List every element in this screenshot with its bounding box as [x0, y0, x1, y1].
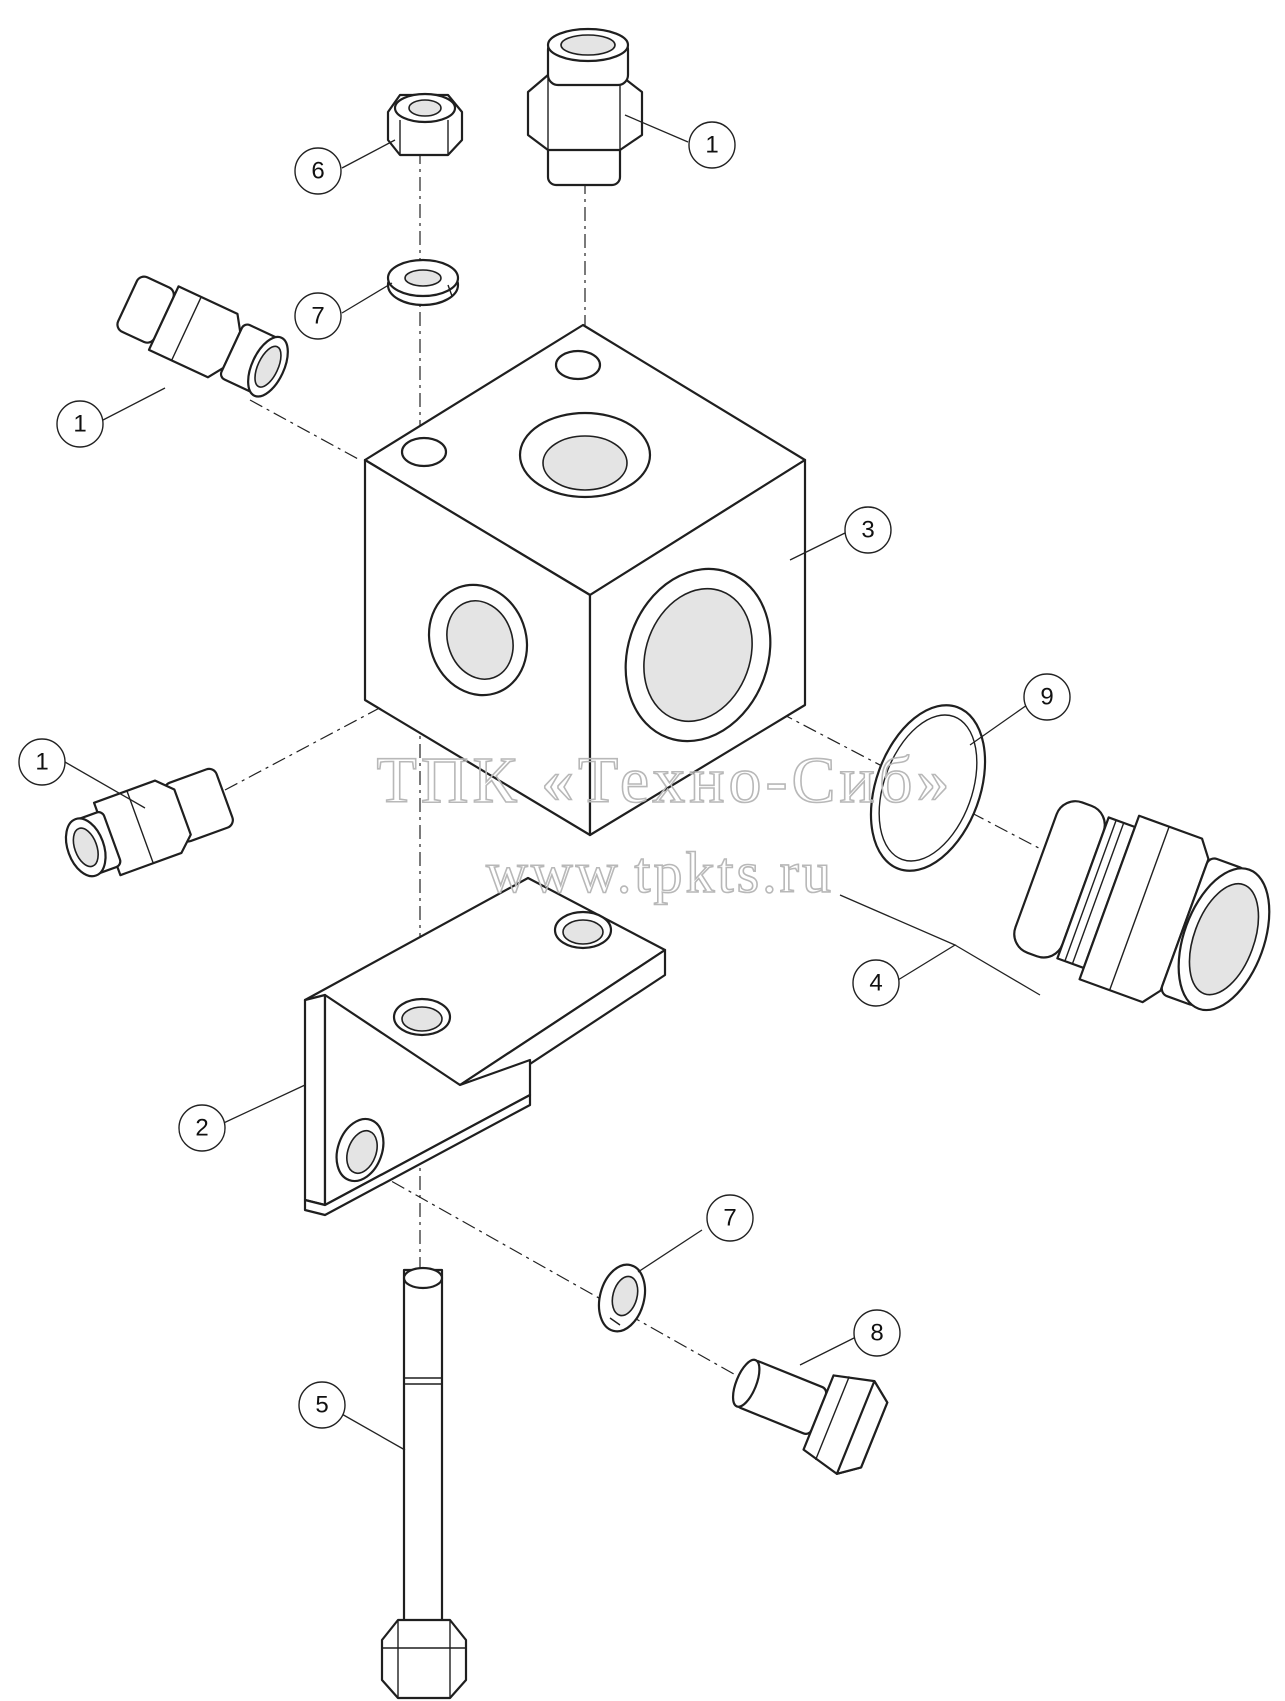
fitting-part-1-lower: [64, 767, 234, 878]
leader-lines: [64, 114, 1041, 1451]
callout-label: 1: [73, 411, 86, 438]
callout-1-left: 1: [56, 400, 104, 448]
fitting-part-4: [1013, 800, 1271, 1012]
callout-label: 8: [870, 1320, 883, 1347]
bolt-part-8: [731, 1358, 889, 1475]
watermark-url: www.tpkts.ru: [486, 840, 834, 905]
callout-3: 3: [844, 506, 892, 554]
washer-part-7-bottom: [597, 1263, 647, 1333]
callout-9: 9: [1023, 673, 1071, 721]
callout-2: 2: [178, 1104, 226, 1152]
bracket-part-2: [303, 876, 667, 1217]
callout-label: 1: [35, 749, 48, 776]
watermark: ТПК «Техно-Сиб» www.tpkts.ru: [376, 743, 954, 906]
callout-1-top: 1: [688, 121, 736, 169]
callout-6: 6: [294, 147, 342, 195]
fitting-part-1-left: [116, 275, 289, 398]
bolt-part-5: [380, 1266, 468, 1700]
callout-5: 5: [298, 1381, 346, 1429]
callout-7-bottom: 7: [706, 1194, 754, 1242]
fitting-part-1-top: [526, 27, 644, 187]
callout-7-top: 7: [294, 292, 342, 340]
callout-label: 1: [705, 132, 718, 159]
callout-4: 4: [852, 959, 900, 1007]
callout-label: 9: [1040, 684, 1053, 711]
nut-part-6: [386, 92, 464, 157]
callout-label: 7: [311, 303, 324, 330]
callout-label: 2: [195, 1115, 208, 1142]
washer-part-7-top: [386, 258, 460, 307]
callout-label: 5: [315, 1392, 328, 1419]
callout-label: 7: [723, 1205, 736, 1232]
callout-label: 6: [311, 158, 324, 185]
callout-label: 3: [861, 517, 874, 544]
watermark-company: ТПК «Техно-Сиб»: [377, 744, 954, 817]
block-part-3: [363, 323, 807, 837]
callout-1-lower: 1: [18, 738, 66, 786]
callout-8: 8: [853, 1309, 901, 1357]
callout-label: 4: [869, 970, 882, 997]
seal-ring-part-9: [869, 704, 987, 872]
